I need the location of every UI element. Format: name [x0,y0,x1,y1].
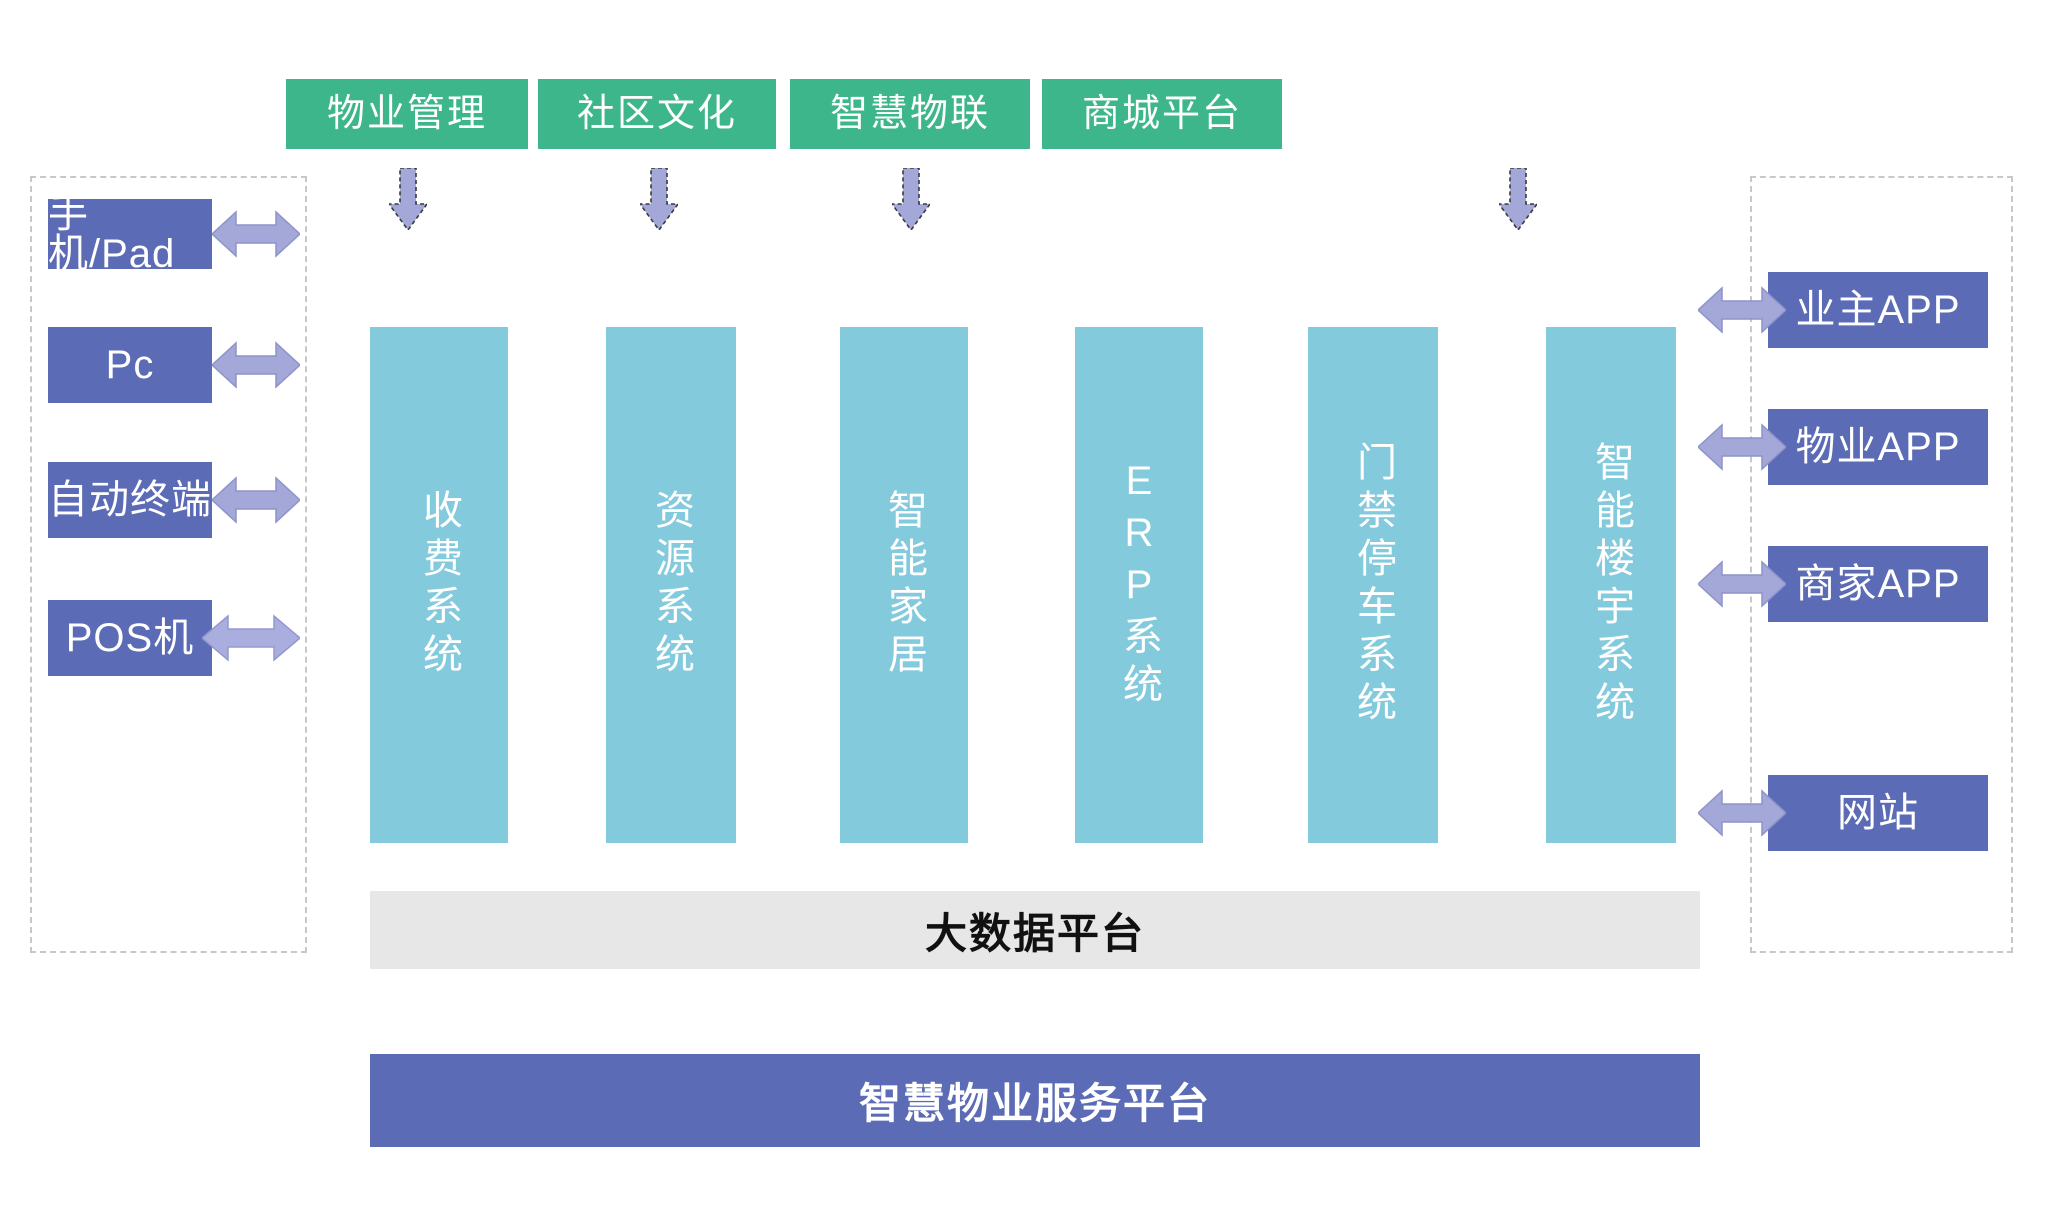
down-arrow-icon-community-culture [640,168,678,230]
down-arrow-icon-smart-iot [892,168,930,230]
down-arrow-icon-mall-platform [1499,168,1537,230]
app-label: 网站 [1837,791,1919,835]
domain-label: 社区文化 [576,93,737,135]
system-column-resource[interactable]: 资源系统 [606,327,736,843]
system-label: 门禁停车系统 [1351,441,1395,729]
smart-property-service-platform-bar[interactable]: 智慧物业服务平台 [370,1054,1700,1147]
domain-label: 物业管理 [326,93,487,135]
system-column-smart-building[interactable]: 智能楼宇系统 [1546,327,1676,843]
domain-label: 智慧物联 [829,93,990,135]
channel-label: 手机/Pad [48,192,176,276]
app-label: 业主APP [1795,288,1961,332]
channel-box-phone-pad[interactable]: 手机/Pad [48,194,212,274]
terminal-devices-group [30,176,307,953]
system-column-access-parking[interactable]: 门禁停车系统 [1308,327,1438,843]
app-label: 商家APP [1795,562,1961,606]
domain-box-mall-platform[interactable]: 商城平台 [1042,79,1282,149]
system-label: 收费系统 [417,489,461,681]
channel-box-pos[interactable]: POS机 [48,600,212,676]
system-label: 智能楼宇系统 [1589,441,1633,729]
channel-box-self-service-terminal[interactable]: 自动终端 [48,462,212,538]
domain-label: 商城平台 [1081,93,1242,135]
down-arrow-icon-property-management [389,168,427,230]
app-box-merchant[interactable]: 商家APP [1768,546,1988,622]
system-column-erp[interactable]: ERP系统 [1075,327,1203,843]
system-label: ERP系统 [1117,459,1161,711]
channel-box-pc[interactable]: Pc [48,327,212,403]
big-data-platform-bar[interactable]: 大数据平台 [370,891,1700,969]
channel-label: 自动终端 [48,478,212,522]
system-label: 资源系统 [649,489,693,681]
app-label: 物业APP [1795,425,1961,469]
smart-property-service-platform-label: 智慧物业服务平台 [858,1080,1211,1127]
system-column-smart-home[interactable]: 智能家居 [840,327,968,843]
system-column-billing[interactable]: 收费系统 [370,327,508,843]
channel-label: POS机 [65,616,195,660]
channel-label: Pc [105,343,155,387]
domain-box-property-management[interactable]: 物业管理 [286,79,528,149]
domain-box-community-culture[interactable]: 社区文化 [538,79,776,149]
system-label: 智能家居 [882,489,926,681]
app-box-owner[interactable]: 业主APP [1768,272,1988,348]
app-box-website[interactable]: 网站 [1768,775,1988,851]
app-box-property[interactable]: 物业APP [1768,409,1988,485]
domain-box-smart-iot[interactable]: 智慧物联 [790,79,1030,149]
big-data-platform-label: 大数据平台 [924,909,1145,957]
